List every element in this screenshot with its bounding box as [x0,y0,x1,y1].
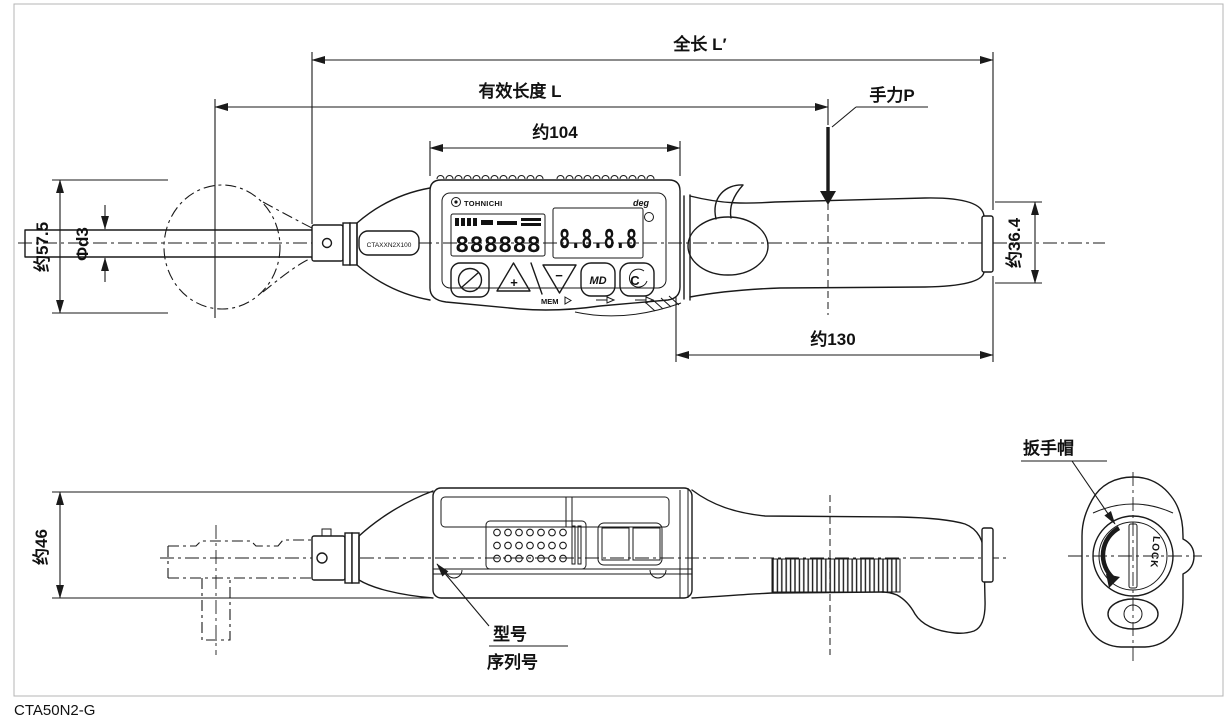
handle-side [691,489,994,655]
body-side [432,487,693,599]
handle-end-cap-side [981,527,994,583]
clip-hook [714,184,744,220]
hand-force-arrow-icon [820,191,836,205]
dim-head-unit-length: 约104 [532,122,578,142]
plus-icon: + [510,275,518,290]
module-bottom-knurl [574,295,682,317]
clear-button[interactable]: C [619,262,655,304]
lcd-sub-digits: 888888 [455,233,541,257]
lcd-sub-status-icons [455,218,541,226]
plan-view: CTAXXN2X100 TOHNICHI deg [18,175,1105,317]
cap-dome-seam [1092,503,1174,514]
grip-ribs [771,558,901,593]
head-marking-text: CTAXXN2X100 [367,242,412,249]
torsion-rod [24,229,313,258]
lcd-main: 8.8.8.8 [552,207,644,259]
head-coupling-side [311,528,360,584]
mem-indicator: MEM [541,296,572,306]
nameplate [485,520,587,570]
head-coupling [311,222,358,266]
dim-grip-end-diameter: 约36.4 [1004,217,1024,268]
clear-arc-icon [629,268,648,288]
button-row: + − MD C [450,262,655,304]
module-top-ribs-left [436,175,544,180]
sheet-border [13,3,1224,697]
model-serial-callout: 型号 序列号 [436,563,568,672]
lcd-main-digits: 8.8.8.8 [559,225,637,255]
brand-logo-icon [451,197,461,207]
serial-label: 序列号 [487,652,538,672]
head-marking-label: CTAXXN2X100 [358,230,420,256]
dimension-annotations: 全长 L′ 有效长度 L 约104 手力P 约57.5 Φd3 约36.4 [32,34,1042,362]
mem-triangle-icon [564,296,572,305]
mem-label: MEM [541,297,559,306]
dim-total-length: 全长 L′ [672,34,726,54]
vent-grille [597,522,663,566]
decrease-button[interactable]: − [542,264,577,294]
handle-end-cap [981,215,994,273]
clear-arrow-icon [635,296,655,304]
module-face-panel [441,192,667,289]
phantom-head-side [167,525,312,655]
cap-slot [1128,523,1138,589]
dim-body-height: 约46 [31,529,51,565]
module-top-ribs-right [556,175,655,180]
handle-plan [683,184,994,315]
md-button-label: MD [589,275,606,287]
model-label: 型号 [493,624,527,644]
deg-indicator: deg [633,198,650,208]
md-button[interactable]: MD [580,262,616,304]
button-divider [530,262,543,295]
wrench-cap-callout: 扳手帽 [1021,438,1116,525]
lcd-sub: 888888 [450,213,546,257]
part-number: CTA50N2-G [14,702,95,719]
lock-label: LOCK [1148,536,1162,569]
cap-turn-arrow-icon [1100,526,1121,580]
dim-head-width: 约57.5 [32,222,52,272]
end-view: LOCK 扳手帽 [1021,438,1202,664]
wrench-cap-face: LOCK [1092,515,1174,597]
end-view-outline [1081,476,1195,648]
cap-turn-arrowhead [1106,574,1120,588]
cone-side [358,490,434,599]
dim-grip-length: 约130 [810,329,855,349]
end-view-centerlines [1068,472,1202,664]
brand-logo: TOHNICHI [451,197,503,208]
dim-hand-force: 手力P [869,85,914,105]
side-view: 约46 [31,487,1010,672]
bell-transition [356,187,431,301]
body-seam-lines [433,568,692,575]
minus-icon: − [555,268,563,283]
end-view-button [1107,598,1159,630]
clear-button-label: C [630,273,640,288]
increase-button[interactable]: + [496,262,531,292]
brand-text: TOHNICHI [464,199,503,208]
status-led [644,212,654,222]
hanging-hole [687,216,769,276]
power-button[interactable] [450,262,490,298]
hand-force-callout: 手力P [820,85,928,205]
dim-effective-length: 有效长度 L [478,81,561,101]
power-icon [457,267,483,293]
phantom-head [163,184,313,310]
display-module: TOHNICHI deg 888888 8.8.8.8 [429,175,682,317]
wrench-cap-label: 扳手帽 [1023,438,1074,458]
dim-rod-diameter: Φd3 [73,227,92,261]
md-arrow-icon [596,296,616,304]
